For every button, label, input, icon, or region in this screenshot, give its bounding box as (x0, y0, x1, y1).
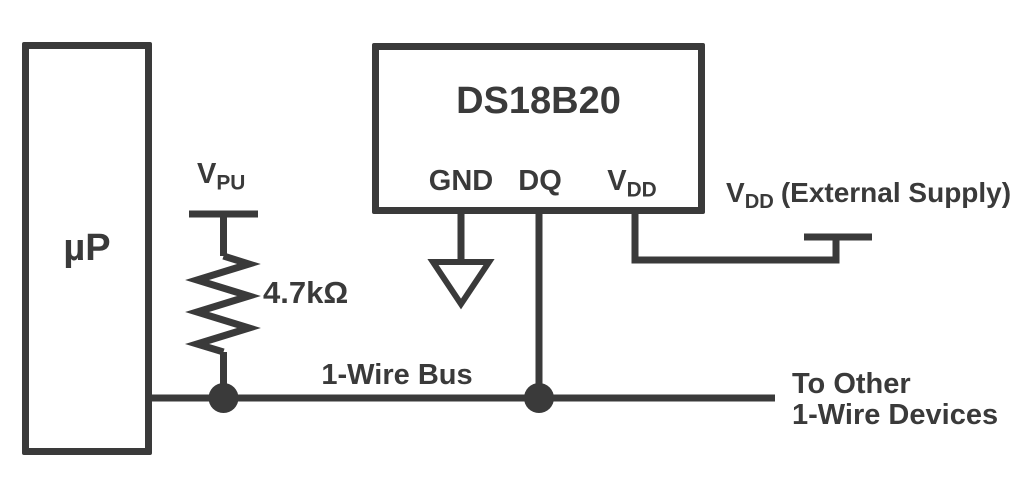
sensor-box (372, 43, 705, 214)
external-supply-label: VDD(External Supply) (726, 177, 1012, 214)
junction-dot (524, 383, 554, 413)
microprocessor-label: µP (63, 227, 111, 269)
ground-icon (427, 259, 495, 310)
resistor-value-label: 4.7kΩ (263, 275, 349, 310)
sensor-title: DS18B20 (456, 80, 621, 122)
microprocessor-box: µP (22, 42, 152, 455)
pin-label-vdd: VDD (607, 165, 657, 202)
vdd-wire (631, 210, 840, 264)
junction-dot (208, 383, 239, 413)
pin-label-dq: DQ (518, 165, 562, 197)
vpu-label: VPU (197, 158, 246, 195)
bus-continuation-label: To Other 1-Wire Devices (792, 369, 998, 431)
bus-label: 1-Wire Bus (321, 359, 473, 391)
bus-continuation-line1: To Other (792, 368, 911, 400)
pin-label-gnd: GND (428, 165, 494, 197)
bus-continuation-line2: 1-Wire Devices (792, 399, 999, 431)
resistor-icon (184, 252, 261, 356)
